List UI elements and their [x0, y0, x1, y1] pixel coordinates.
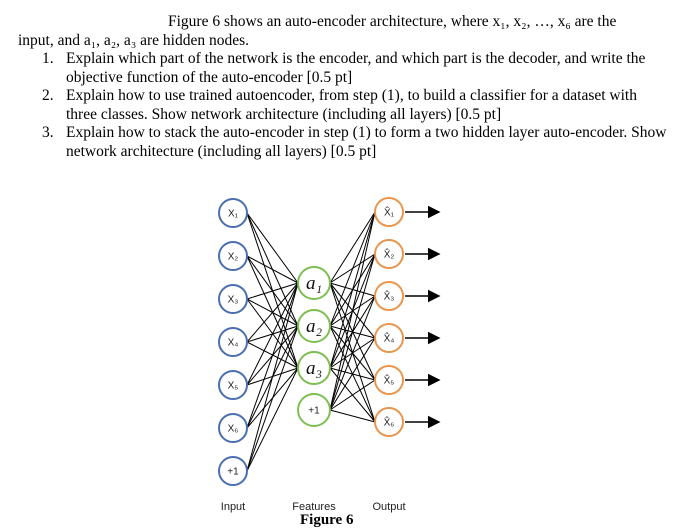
question-text: Explain which part of the network is the…: [66, 50, 646, 86]
decoder-edge: [329, 211, 376, 284]
hidden-node-circle: [297, 351, 331, 385]
output-node-label: X̂₂: [384, 247, 395, 261]
decoder-edge: [329, 379, 376, 411]
encoder-edge: [246, 282, 299, 300]
question-item: 2. Explain how to use trained autoencode…: [18, 87, 668, 124]
decoder-edge: [329, 211, 376, 327]
output-node-circle: [374, 407, 404, 437]
input-node-circle: [218, 284, 248, 314]
hidden-bias-node-circle: [297, 393, 331, 427]
hidden-node: a₂: [297, 309, 331, 343]
decoder-edge: [329, 409, 376, 423]
hidden-node-label: a₁: [306, 273, 322, 294]
output-node-circle: [374, 239, 404, 269]
figure-caption: Figure 6: [300, 512, 354, 528]
output-node-circle: [374, 365, 404, 395]
encoder-edge: [246, 282, 299, 386]
question-item: 3. Explain how to stack the auto-encoder…: [18, 124, 668, 161]
input-node-label: X₄: [228, 338, 239, 349]
question-number: 1.: [42, 50, 54, 67]
intro-line-2: input, and a₁, a₂, a₃ are hidden nodes.: [18, 32, 249, 49]
input-node-label: X₁: [228, 209, 239, 220]
output-node-circle: [374, 281, 404, 311]
input-node-circle: [218, 413, 248, 443]
output-node: X̂₂: [374, 239, 404, 269]
output-node-label: X̂₃: [384, 289, 395, 303]
input-node-label: X₂: [228, 252, 239, 263]
input-node: X₄: [218, 327, 248, 357]
hidden-node-circle: [297, 309, 331, 343]
encoder-edge: [246, 212, 299, 284]
output-node-label: X̂₅: [384, 373, 395, 387]
hidden-node-label: a₃: [306, 358, 322, 379]
decoder-edge: [329, 211, 376, 369]
output-layer-label: Output: [372, 501, 405, 513]
input-node-circle: [218, 370, 248, 400]
hidden-bias-node-label: +1: [308, 406, 320, 417]
hidden-node-label: a₂: [306, 316, 323, 337]
intro-line-1: Figure 6 shows an auto-encoder architect…: [168, 13, 617, 30]
hidden-node: a₃: [297, 351, 331, 385]
autoencoder-diagram: X₁ X₂ X₃ X₄ X₅ X₆ +1 a₁ a₂ a₃ +1 X̂₁ X̂₂ X̂₃ X̂₄ X̂₅ X̂₆…: [218, 197, 441, 513]
intro-paragraph: Figure 6 shows an auto-encoder architect…: [18, 12, 668, 50]
output-node-label: X̂₄: [384, 331, 395, 345]
output-node-circle: [374, 197, 404, 227]
question-item: 1. Explain which part of the network is …: [18, 50, 668, 87]
encoder-edge: [246, 367, 299, 472]
input-layer-label: Input: [221, 501, 245, 513]
question-number: 2.: [42, 87, 54, 104]
encoder-edge: [246, 282, 299, 472]
network-nodes: X₁ X₂ X₃ X₄ X₅ X₆ +1 a₁ a₂ a₃ +1 X̂₁ X̂₂ X̂₃ X̂₄ X̂₅ X̂₆: [218, 197, 404, 486]
input-bias-node-label: +1: [227, 467, 239, 478]
input-bias-node-circle: [218, 456, 248, 486]
input-node-circle: [218, 241, 248, 271]
input-node-label: X₅: [228, 381, 239, 392]
input-node: X₆: [218, 413, 248, 443]
decoder-edge: [329, 253, 376, 411]
input-node-label: X₆: [228, 424, 239, 435]
question-text: Explain how to use trained autoencoder, …: [66, 87, 637, 123]
encoder-edge: [246, 255, 299, 284]
input-bias-node: +1: [218, 456, 248, 486]
hidden-node-circle: [297, 266, 331, 300]
output-node-circle: [374, 323, 404, 353]
input-node: X₂: [218, 241, 248, 271]
hidden-node: a₁: [297, 266, 331, 300]
decoder-edge: [329, 295, 376, 411]
question-text: Explain how to stack the auto-encoder in…: [66, 124, 667, 160]
output-node-label: X̂₁: [384, 205, 395, 219]
input-node: X₅: [218, 370, 248, 400]
output-node: X̂₄: [374, 323, 404, 353]
features-layer-label: Features: [292, 501, 336, 513]
output-node-label: X̂₆: [384, 415, 395, 429]
hidden-bias-node: +1: [297, 393, 331, 427]
output-node: X̂₃: [374, 281, 404, 311]
encoder-edge: [246, 325, 299, 472]
input-node-circle: [218, 327, 248, 357]
input-node: X₁: [218, 198, 248, 228]
question-list: 1. Explain which part of the network is …: [18, 50, 668, 161]
decoder-edge: [329, 337, 376, 411]
output-node: X̂₁: [374, 197, 404, 227]
output-node: X̂₅: [374, 365, 404, 395]
encoder-edge: [246, 282, 299, 429]
input-node-circle: [218, 198, 248, 228]
question-number: 3.: [42, 124, 54, 141]
encoder-edge: [246, 282, 299, 343]
connection-lines: [246, 205, 441, 472]
output-node: X̂₆: [374, 407, 404, 437]
decoder-edge: [329, 211, 376, 411]
input-node-label: X₃: [228, 295, 239, 306]
input-node: X₃: [218, 284, 248, 314]
